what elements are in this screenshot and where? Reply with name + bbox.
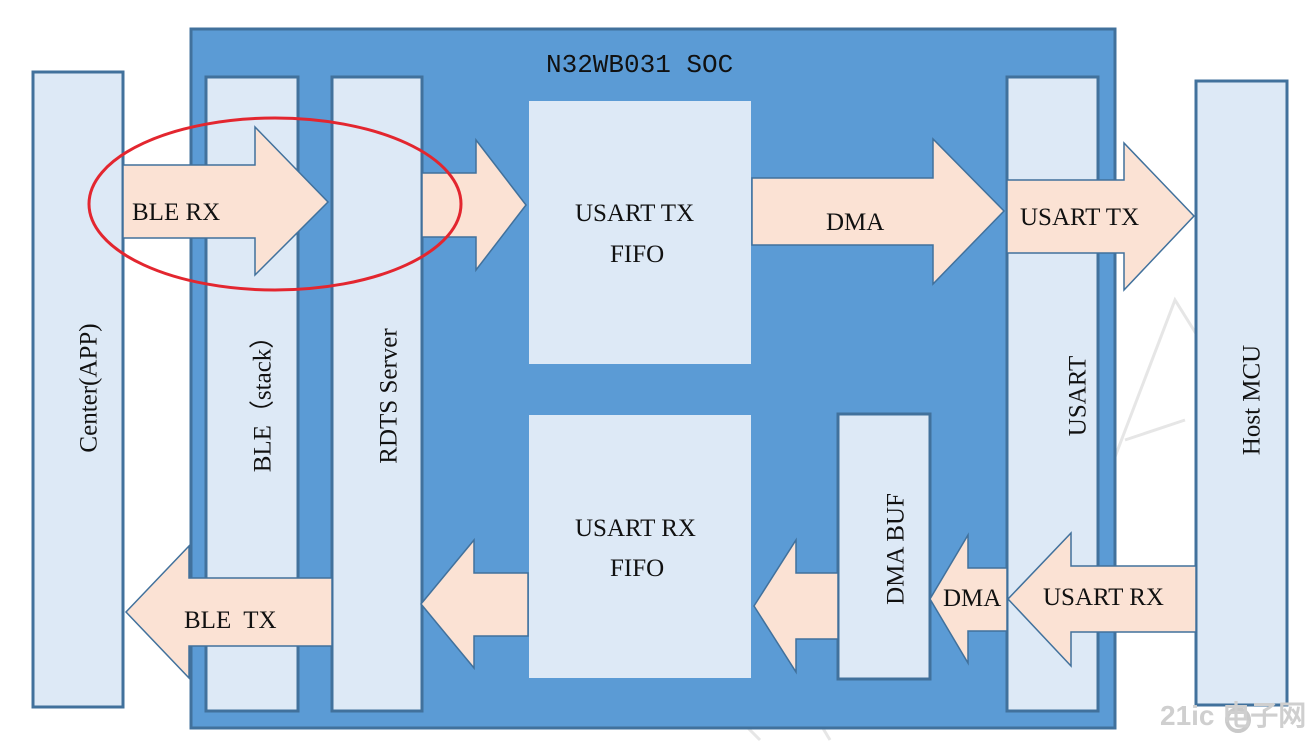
- ble-tx-label: BLE TX: [184, 607, 277, 634]
- logo-text: 21ic 电子网: [1160, 700, 1307, 731]
- dma-bottom-arrow: [929, 532, 1008, 666]
- rdts-to-tx-fifo-arrow: [421, 137, 527, 273]
- ble-rx-label: BLE RX: [132, 199, 221, 226]
- rdts-server-block: [330, 75, 424, 713]
- rdts-server-label: RDTS Server: [375, 328, 403, 464]
- usart-tx-fifo-block: [527, 99, 753, 366]
- host-mcu-label: Host MCU: [1238, 344, 1266, 456]
- usart-rx-label: USART RX: [1043, 584, 1164, 611]
- usart-tx-label: USART TX: [1020, 204, 1140, 231]
- dmabuf-to-rx-fifo-arrow: [753, 537, 839, 675]
- ble-stack-label: BLE（stack）: [249, 323, 277, 473]
- usart-tx-fifo-label-line2: FIFO: [610, 241, 665, 268]
- ble-rx-arrow: [122, 125, 330, 277]
- usart-rx-arrow: [1006, 531, 1197, 668]
- logo-mark: [1225, 707, 1251, 733]
- host-mcu-block: [1194, 79, 1289, 707]
- highlight-ellipse: [87, 116, 463, 292]
- dma-buf-block: [836, 412, 932, 681]
- usart-rx-fifo-label-line2: FIFO: [610, 555, 665, 582]
- dma-top-label: DMA: [826, 209, 885, 236]
- ble-tx-arrow: [124, 544, 333, 680]
- rx-fifo-to-rdts-arrow: [420, 537, 529, 671]
- usart-label: USART: [1064, 355, 1092, 437]
- dma-buf-label: DMA BUF: [882, 493, 910, 605]
- center-app-label: Center(APP): [75, 323, 103, 453]
- usart-tx-fifo-label-line1: USART TX: [575, 200, 695, 227]
- dma-top-arrow: [751, 137, 1006, 286]
- usart-rx-fifo-block: [527, 413, 753, 680]
- usart-rx-fifo-label-line1: USART RX: [575, 515, 696, 542]
- soc-title: N32WB031 SOC: [546, 50, 734, 80]
- dma-bottom-label: DMA: [943, 585, 1002, 612]
- usart-tx-arrow: [1006, 141, 1196, 292]
- center-app-block: [31, 70, 125, 709]
